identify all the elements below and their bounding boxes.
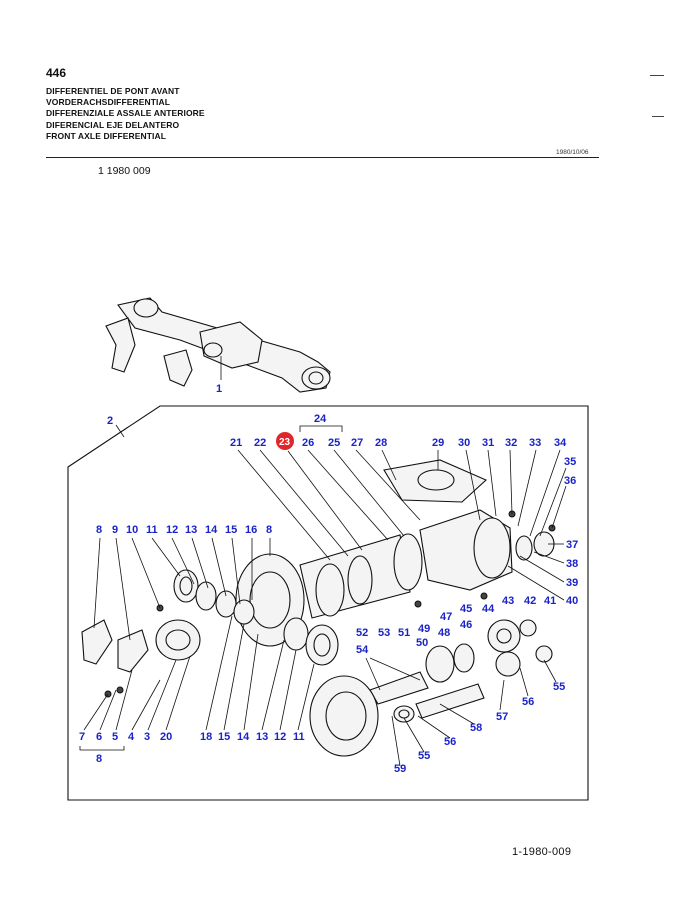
middle-labels: 52 53 51 47 49 45 44 43 42 41 48 46 50 5… [356, 595, 556, 656]
label-13: 13 [185, 524, 197, 536]
title-en: FRONT AXLE DIFFERENTIAL [46, 130, 167, 141]
label-8b: 8 [266, 524, 272, 536]
left-top-labels: 8 9 10 11 12 13 14 15 16 8 [96, 524, 272, 536]
margin-mark [650, 75, 664, 76]
page-number: 446 [46, 66, 67, 80]
label-59: 59 [394, 763, 406, 775]
label-12: 12 [166, 524, 178, 536]
title-es: DIFERENCIAL EJE DELANTERO [46, 119, 180, 130]
label-49: 49 [418, 623, 430, 635]
date-code: 1980/10/06 [556, 149, 589, 156]
title-de: VORDERACHSDIFFERENTIAL [46, 97, 171, 108]
label-10: 10 [126, 524, 138, 536]
label-11: 11 [146, 524, 158, 536]
label-27: 27 [351, 437, 363, 449]
label-3: 3 [144, 731, 150, 743]
axle-overview-drawing [105, 297, 331, 393]
label-38: 38 [566, 558, 578, 570]
label-40: 40 [566, 595, 578, 607]
assembly-frame [67, 405, 589, 801]
label-56b: 56 [444, 736, 456, 748]
label-52: 52 [356, 627, 368, 639]
margin-mark [652, 116, 664, 117]
label-58: 58 [470, 722, 482, 734]
label-47: 47 [440, 611, 452, 623]
label-48: 48 [438, 627, 450, 639]
lower-right-labels: 55 56 57 58 56 55 59 [394, 681, 565, 775]
label-11b: 11 [293, 731, 305, 743]
label-28: 28 [375, 437, 387, 449]
label-37: 37 [566, 539, 578, 551]
label-6: 6 [96, 731, 102, 743]
label-bracket: 24 [314, 413, 327, 425]
page-reference: 1 1980 009 [98, 165, 151, 177]
label-44: 44 [482, 603, 495, 615]
label-18: 18 [200, 731, 212, 743]
right-column-labels: 35 36 37 38 39 40 [564, 456, 578, 607]
label-39: 39 [566, 577, 578, 589]
label-5: 5 [112, 731, 118, 743]
label-54: 54 [356, 644, 369, 656]
label-4: 4 [128, 731, 135, 743]
label-46: 46 [460, 619, 472, 631]
label-assembly: 2 [107, 415, 113, 427]
label-29: 29 [432, 437, 444, 449]
label-36: 36 [564, 475, 576, 487]
label-8-group: 8 [96, 753, 102, 765]
label-34: 34 [554, 437, 567, 449]
top-row-labels: 21 22 23 26 25 27 28 29 30 31 32 33 34 [230, 432, 567, 450]
header-rule [46, 157, 599, 158]
label-53: 53 [378, 627, 390, 639]
label-25: 25 [328, 437, 340, 449]
label-32: 32 [505, 437, 517, 449]
title-fr: DIFFERENTIEL DE PONT AVANT [46, 86, 180, 96]
label-21: 21 [230, 437, 242, 449]
label-41: 41 [544, 595, 556, 607]
label-12b: 12 [274, 731, 286, 743]
label-35: 35 [564, 456, 576, 468]
label-14: 14 [205, 524, 218, 536]
label-51: 51 [398, 627, 410, 639]
label-56a: 56 [522, 696, 534, 708]
label-55a: 55 [553, 681, 565, 693]
label-overview-axle: 1 [216, 383, 222, 395]
label-13b: 13 [256, 731, 268, 743]
title-block: DIFFERENTIEL DE PONT AVANT VORDERACHSDIF… [46, 86, 205, 142]
label-55b: 55 [418, 750, 430, 762]
label-30: 30 [458, 437, 470, 449]
label-33: 33 [529, 437, 541, 449]
label-43: 43 [502, 595, 514, 607]
parts-drawing [81, 449, 567, 767]
label-9: 9 [112, 524, 118, 536]
label-15b: 15 [218, 731, 230, 743]
label-14b: 14 [237, 731, 250, 743]
label-42: 42 [524, 595, 536, 607]
label-31: 31 [482, 437, 494, 449]
label-16: 16 [245, 524, 257, 536]
footer-reference: 1-1980-009 [512, 846, 572, 858]
label-45: 45 [460, 603, 472, 615]
label-23-highlighted: 23 [279, 437, 291, 448]
label-50: 50 [416, 637, 428, 649]
label-26: 26 [302, 437, 314, 449]
bottom-row-labels: 7 6 5 4 3 20 18 15 14 13 12 11 8 [79, 731, 305, 765]
label-8a: 8 [96, 524, 102, 536]
title-it: DIFFERENZIALE ASSALE ANTERIORE [46, 108, 205, 119]
highlight-marker [276, 432, 294, 450]
label-7: 7 [79, 731, 85, 743]
label-22: 22 [254, 437, 266, 449]
label-20: 20 [160, 731, 172, 743]
label-57: 57 [496, 711, 508, 723]
label-15: 15 [225, 524, 237, 536]
